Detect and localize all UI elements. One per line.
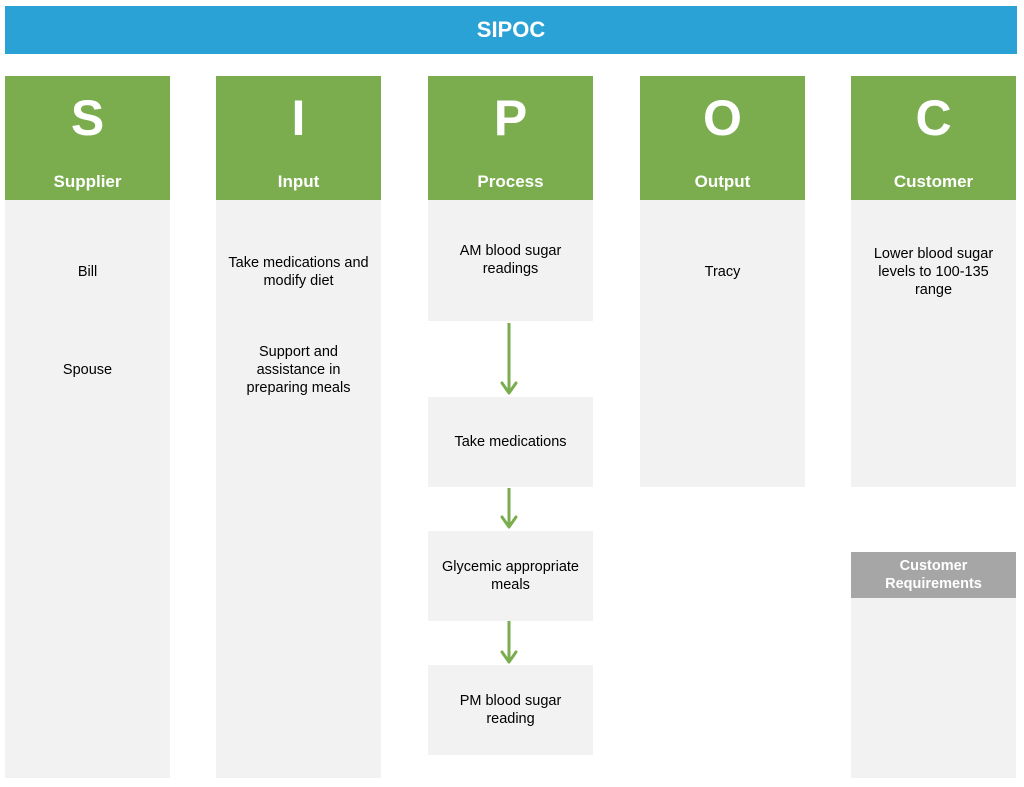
- column-customer: C Customer Lower blood sugar levels to 1…: [851, 76, 1016, 487]
- column-letter: O: [703, 90, 742, 146]
- column-letter: S: [70, 90, 105, 146]
- column-body-input: Take medications and modify diet Support…: [216, 200, 381, 778]
- process-step: Glycemic appropriate meals: [428, 531, 593, 621]
- column-name: Input: [277, 172, 320, 191]
- column-header-supplier: S Supplier: [5, 76, 170, 200]
- column-header-customer: C Customer: [851, 76, 1016, 200]
- column-body-supplier: Bill Spouse: [5, 200, 170, 778]
- process-step: Take medications: [428, 397, 593, 487]
- customer-requirements-label: Customer Requirements: [885, 558, 982, 592]
- supplier-item: Bill: [77, 264, 98, 280]
- column-body-customer: Lower blood sugar levels to 100-135 rang…: [851, 200, 1016, 487]
- column-letter: C: [915, 90, 952, 146]
- input-item: Support and assistance in preparing meal…: [246, 344, 351, 396]
- process-step: AM blood sugar readings: [428, 200, 593, 321]
- column-letter: P: [493, 90, 528, 146]
- output-item: Tracy: [704, 264, 741, 280]
- arrow-down-icon: [500, 323, 518, 395]
- column-name: Output: [694, 172, 751, 191]
- column-input: I Input Take medications and modify diet…: [216, 76, 381, 778]
- column-name: Process: [477, 172, 544, 191]
- process-step: PM blood sugar reading: [428, 665, 593, 755]
- arrow-down-icon: [500, 488, 518, 529]
- input-item: Take medications and modify diet: [228, 255, 369, 289]
- supplier-item: Spouse: [62, 362, 113, 378]
- customer-requirements-body: [851, 598, 1016, 778]
- column-body-output: Tracy: [640, 200, 805, 487]
- customer-item: Lower blood sugar levels to 100-135 rang…: [873, 246, 994, 298]
- arrow-down-icon: [500, 621, 518, 664]
- customer-requirements-header: Customer Requirements: [851, 552, 1016, 598]
- column-header-input: I Input: [216, 76, 381, 200]
- column-supplier: S Supplier Bill Spouse: [5, 76, 170, 778]
- column-process: P Process: [428, 76, 593, 200]
- column-header-output: O Output: [640, 76, 805, 200]
- diagram-title: SIPOC: [5, 6, 1017, 54]
- column-output: O Output Tracy: [640, 76, 805, 487]
- column-header-process: P Process: [428, 76, 593, 200]
- column-name: Supplier: [53, 172, 122, 191]
- column-name: Customer: [893, 172, 974, 191]
- column-letter: I: [291, 90, 306, 146]
